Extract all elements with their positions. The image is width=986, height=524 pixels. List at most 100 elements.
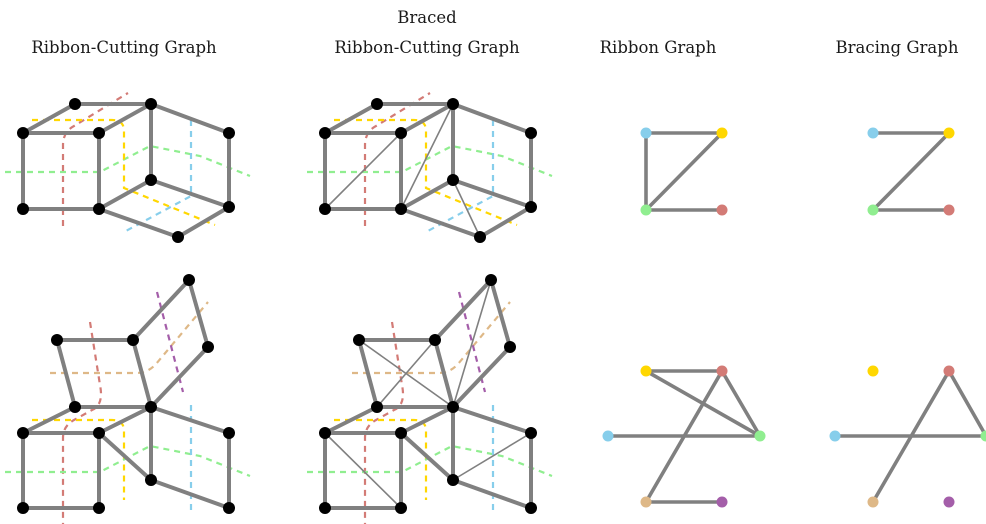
- brace-g-b: [400, 103, 454, 210]
- node-i: [319, 502, 331, 514]
- node-m: [525, 502, 537, 514]
- node-k: [525, 427, 537, 439]
- node-b: [145, 98, 157, 110]
- edge-a-c: [323, 102, 379, 135]
- edge-c-g: [323, 405, 379, 435]
- edge-b-e: [433, 278, 493, 342]
- node-c: [371, 401, 383, 413]
- edge-d-k: [451, 405, 533, 435]
- node-e: [485, 274, 497, 286]
- edge-g-j: [97, 207, 180, 239]
- node-l: [145, 474, 157, 486]
- braced-ribbon-cutting-graph-bottom: [307, 274, 553, 524]
- cut-green: [5, 444, 251, 478]
- node-blue: [640, 127, 652, 139]
- edge-red-tan: [871, 369, 951, 504]
- title-ribbon-cutting-graph: Ribbon-Cutting Graph: [31, 38, 217, 57]
- node-blue: [867, 127, 879, 139]
- edge-g-h: [97, 178, 153, 211]
- edge-c-g: [21, 405, 77, 435]
- node-f: [319, 203, 331, 215]
- node-green: [754, 430, 766, 442]
- title-braced-line1: Braced: [397, 8, 457, 27]
- node-b: [429, 334, 441, 346]
- node-a: [51, 334, 63, 346]
- edge-a-c: [21, 102, 77, 135]
- node-i: [223, 201, 235, 213]
- node-k: [223, 427, 235, 439]
- node-h: [395, 427, 407, 439]
- cut-green: [5, 144, 251, 178]
- edge-red-tan: [644, 369, 724, 504]
- node-j: [172, 231, 184, 243]
- node-g: [395, 203, 407, 215]
- node-e: [183, 274, 195, 286]
- node-a: [353, 334, 365, 346]
- node-blue: [602, 430, 614, 442]
- edge-b-e: [149, 102, 231, 135]
- edge-red-green: [720, 369, 762, 438]
- ribbon-graph-bottom: [602, 365, 766, 508]
- node-f: [202, 341, 214, 353]
- cut-yellow: [32, 118, 216, 227]
- cut-blue: [425, 120, 495, 233]
- edge-d-h: [399, 405, 455, 435]
- edge-g-j: [399, 207, 482, 239]
- node-j: [93, 502, 105, 514]
- edge-d-f: [149, 345, 210, 409]
- brace-h-j: [452, 179, 481, 238]
- brace-g-j: [324, 432, 402, 509]
- node-l: [447, 474, 459, 486]
- bracing-graph-top: [867, 127, 955, 216]
- edge-a-c: [55, 338, 77, 409]
- edge-b-d: [97, 102, 153, 135]
- node-m: [223, 502, 235, 514]
- edge-e-f: [489, 278, 512, 349]
- node-e: [525, 127, 537, 139]
- node-j: [474, 231, 486, 243]
- node-green: [640, 204, 652, 216]
- node-green: [867, 204, 879, 216]
- edge-b-e: [451, 102, 533, 135]
- brace-b-c: [376, 339, 436, 408]
- edge-l-m: [149, 478, 231, 510]
- node-red: [716, 204, 728, 216]
- node-j: [395, 502, 407, 514]
- node-red: [943, 204, 955, 216]
- edge-a-c: [357, 338, 379, 409]
- node-tan: [640, 496, 652, 508]
- brace-f-d: [324, 132, 402, 210]
- brace-k-l: [452, 432, 532, 481]
- node-c: [319, 127, 331, 139]
- node-d: [447, 401, 459, 413]
- node-b: [127, 334, 139, 346]
- title-bracing-graph: Bracing Graph: [836, 38, 959, 57]
- node-g: [93, 203, 105, 215]
- edge-e-f: [187, 278, 210, 349]
- edge-i-j: [176, 205, 231, 239]
- braced-ribbon-cutting-graph-top: [307, 92, 553, 243]
- node-a: [371, 98, 383, 110]
- node-d: [395, 127, 407, 139]
- node-i: [17, 502, 29, 514]
- node-yellow: [943, 127, 955, 139]
- node-h: [93, 427, 105, 439]
- edge-g-h: [399, 178, 455, 211]
- node-yellow: [716, 127, 728, 139]
- edge-b-d: [131, 338, 153, 409]
- edge-h-l: [97, 431, 153, 482]
- node-e: [223, 127, 235, 139]
- node-h: [447, 174, 459, 186]
- brace-d-e: [452, 279, 492, 408]
- node-g: [17, 427, 29, 439]
- edge-b-d: [399, 102, 455, 135]
- node-red: [943, 365, 955, 377]
- edge-h-l: [399, 431, 455, 482]
- edge-b-d: [433, 338, 455, 409]
- node-blue: [829, 430, 841, 442]
- node-h: [145, 174, 157, 186]
- node-tan: [867, 496, 879, 508]
- node-yellow: [867, 365, 879, 377]
- cut-yellow: [334, 118, 518, 227]
